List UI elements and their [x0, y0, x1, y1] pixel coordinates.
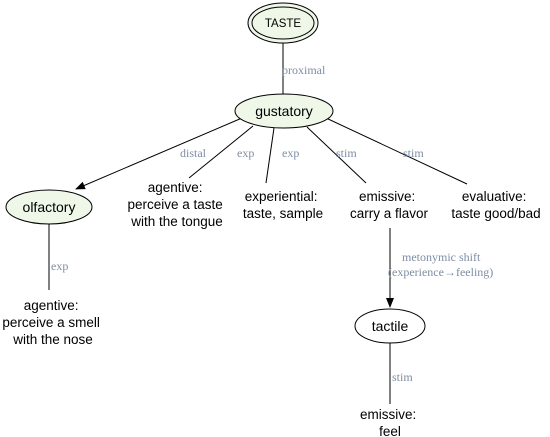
edge-label-stim-emissive: stim — [336, 146, 357, 160]
leaf-emissive: emissive: carry a flavor — [350, 189, 429, 221]
leaf-experiential: experiential: taste, sample — [243, 189, 323, 221]
edge-gustatory-olfactory — [75, 117, 243, 190]
edge-label-metonymic-shift: metonymic shift — [402, 250, 481, 264]
edge-gustatory-evaluative — [325, 117, 468, 185]
leaf-olfactory-agentive: agentive: perceive a smell with the nose — [2, 298, 103, 347]
edge-label-exp-experiential: exp — [282, 146, 299, 160]
edge-gustatory-emissive — [306, 126, 367, 184]
edge-label-experience-feeling: (experience→feeling) — [388, 265, 493, 279]
leaf-tactile-emissive: emissive: feel — [360, 407, 420, 437]
leaf-evaluative: evaluative: taste good/bad — [451, 189, 540, 221]
node-olfactory-label: olfactory — [23, 199, 76, 215]
edge-gustatory-experiential — [265, 127, 275, 184]
edge-label-exp-olfactory: exp — [51, 259, 68, 273]
edge-label-distal: distal — [180, 146, 207, 160]
edge-label-exp-agentive: exp — [237, 146, 254, 160]
leaf-gustatory-agentive: agentive: perceive a taste with the tong… — [127, 180, 226, 229]
node-gustatory-label: gustatory — [255, 103, 313, 119]
edge-gustatory-agentive — [188, 125, 254, 179]
node-olfactory: olfactory — [5, 189, 93, 225]
node-gustatory: gustatory — [234, 93, 334, 129]
edge-label-stim-evaluative: stim — [403, 146, 424, 160]
node-taste-label: TASTE — [265, 18, 302, 30]
edge-label-proximal: proximal — [282, 63, 326, 77]
node-tactile: tactile — [354, 308, 426, 344]
node-taste: TASTE — [247, 2, 319, 44]
node-tactile-label: tactile — [372, 318, 409, 334]
edge-label-stim-tactile: stim — [392, 370, 413, 384]
